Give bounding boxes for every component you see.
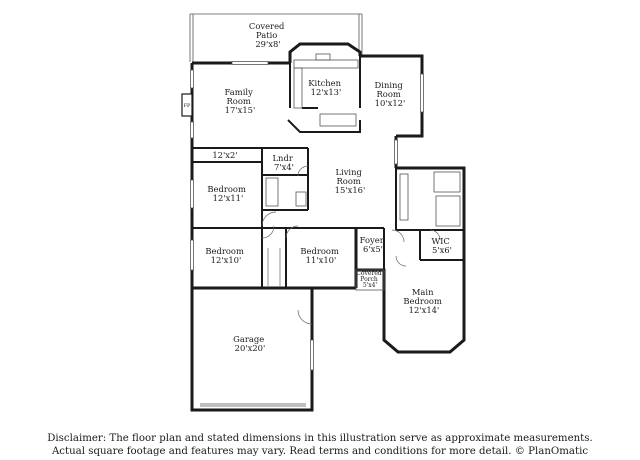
bedroom-3-label: Bedroom 11'x10' (300, 246, 341, 265)
garage-door (200, 403, 306, 407)
wic-dim: 5'x6' (432, 245, 452, 255)
main-bedroom-dim: 12'x14' (409, 305, 440, 315)
family-room-name-1: Family (225, 87, 254, 97)
family-room-label: Family Room 17'x15' (225, 87, 256, 115)
covered-porch-label: Covered Porch 5'x4' (356, 270, 383, 289)
dining-room-name-1: Dining (375, 80, 404, 90)
family-room-name-2: Room (226, 96, 250, 106)
kitchen-dim: 12'x13' (311, 87, 342, 97)
covered-patio-dim: 29'x8' (255, 39, 280, 49)
disclaimer-line-1: Disclaimer: The floor plan and stated di… (47, 433, 593, 444)
covered-patio-name-2: Patio (256, 30, 277, 40)
bedroom-2-name: Bedroom (205, 246, 244, 256)
bedroom-1-dim: 12'x11' (213, 193, 244, 203)
covered-patio-outline (189, 13, 363, 62)
fixtures (265, 53, 461, 227)
main-bedroom-name-2: Bedroom (403, 296, 442, 306)
disclaimer-line-2: Actual square footage and features may v… (51, 446, 589, 457)
room-labels: Covered Patio 29'x8' Kitchen 12'x13' Din… (205, 21, 452, 353)
kitchen-label: Kitchen 12'x13' (308, 78, 343, 97)
laundry-dim: 7'x4' (274, 162, 294, 172)
doors (261, 165, 441, 325)
garage-label: Garage 20'x20' (233, 334, 267, 353)
closet-dim: 12'x2' (212, 150, 237, 160)
bedroom-3-dim: 11'x10' (306, 255, 337, 265)
covered-porch-box (355, 269, 385, 291)
wic-name: WIC (432, 236, 450, 246)
bedroom-1-name: Bedroom (207, 184, 246, 194)
covered-porch-name-1: Covered (356, 270, 382, 277)
kitchen-name: Kitchen (308, 78, 341, 88)
main-bedroom-label: Main Bedroom 12'x14' (403, 287, 444, 315)
foyer-label: Foyer 6'x5' (360, 235, 387, 254)
living-room-name-1: Living (335, 167, 362, 177)
fp-label: FP (184, 103, 191, 109)
family-room-dim: 17'x15' (225, 105, 256, 115)
covered-patio-name-1: Covered (249, 21, 285, 31)
fireplace: FP (181, 93, 193, 117)
windows (190, 61, 424, 371)
laundry-name: Lndr (273, 153, 293, 163)
main-bedroom-name-1: Main (412, 287, 434, 297)
living-room-label: Living Room 15'x16' (335, 167, 366, 195)
foyer-name: Foyer (360, 235, 384, 245)
living-room-name-2: Room (336, 176, 360, 186)
bedroom-3-name: Bedroom (300, 246, 339, 256)
covered-porch-dim: 5'x4' (363, 282, 378, 289)
bedroom-2-label: Bedroom 12'x10' (205, 246, 246, 265)
dining-room-dim: 10'x12' (375, 98, 406, 108)
covered-porch-name-2: Porch (360, 276, 378, 283)
wic-label: WIC 5'x6' (432, 236, 453, 255)
bedroom-2-dim: 12'x10' (211, 255, 242, 265)
living-room-dim: 15'x16' (335, 185, 366, 195)
dining-room-name-2: Room (376, 89, 400, 99)
bedroom-1-label: Bedroom 12'x11' (207, 184, 248, 203)
covered-patio-label: Covered Patio 29'x8' (249, 21, 287, 49)
foyer-dim: 6'x5' (363, 244, 383, 254)
disclaimer: Disclaimer: The floor plan and stated di… (0, 432, 640, 458)
dining-room-label: Dining Room 10'x12' (375, 80, 406, 108)
garage-dim: 20'x20' (235, 343, 266, 353)
garage-name: Garage (233, 334, 264, 344)
laundry-label: Lndr 7'x4' (273, 153, 296, 172)
